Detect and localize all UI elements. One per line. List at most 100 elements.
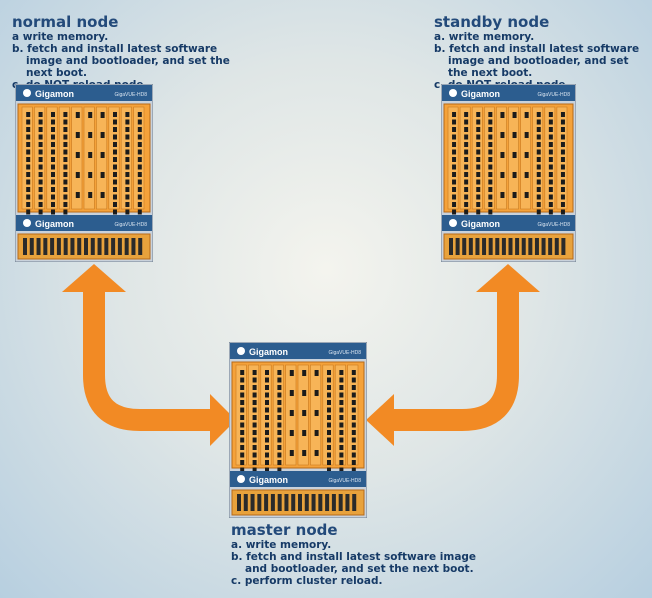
port bbox=[488, 209, 493, 215]
port bbox=[277, 445, 282, 450]
port bbox=[265, 422, 269, 428]
port bbox=[339, 422, 344, 428]
port bbox=[277, 430, 282, 435]
port bbox=[452, 187, 457, 192]
port bbox=[314, 390, 319, 396]
fan-vent bbox=[495, 238, 500, 255]
fan-vent bbox=[488, 238, 493, 255]
fan-vent bbox=[449, 238, 453, 255]
port bbox=[88, 132, 93, 138]
port bbox=[137, 187, 142, 192]
port bbox=[339, 370, 344, 375]
fan-vent bbox=[475, 238, 480, 255]
port bbox=[536, 172, 541, 177]
port bbox=[51, 157, 55, 162]
gigamon-logo-icon bbox=[237, 347, 245, 355]
port bbox=[500, 152, 505, 158]
port bbox=[548, 179, 553, 185]
port bbox=[548, 157, 553, 162]
port bbox=[536, 149, 541, 155]
port bbox=[51, 209, 55, 215]
port bbox=[512, 112, 517, 118]
port bbox=[88, 112, 93, 118]
brand-text: Gigamon bbox=[249, 347, 288, 357]
port bbox=[536, 202, 541, 207]
fan-vent bbox=[534, 238, 539, 255]
port bbox=[351, 385, 356, 390]
port bbox=[240, 430, 245, 435]
port bbox=[38, 127, 43, 132]
port bbox=[137, 194, 142, 200]
port bbox=[351, 467, 356, 473]
port bbox=[51, 112, 55, 117]
port bbox=[548, 202, 553, 207]
port bbox=[265, 385, 269, 390]
port bbox=[63, 127, 68, 132]
port bbox=[488, 179, 493, 185]
fan-vent bbox=[548, 238, 553, 255]
port bbox=[51, 187, 55, 192]
port bbox=[51, 202, 55, 207]
arrow-head-to-master-left bbox=[210, 394, 236, 446]
port bbox=[536, 187, 541, 192]
port bbox=[277, 437, 282, 443]
port bbox=[100, 172, 105, 178]
port bbox=[265, 415, 269, 420]
port bbox=[38, 202, 43, 207]
fan-vent bbox=[23, 238, 27, 255]
fan-vent bbox=[138, 238, 143, 255]
port bbox=[476, 179, 481, 185]
port bbox=[137, 209, 142, 215]
port bbox=[327, 445, 331, 450]
port bbox=[488, 164, 493, 170]
master-node-title: master node bbox=[231, 521, 338, 539]
port bbox=[265, 437, 269, 443]
port bbox=[137, 134, 142, 140]
port bbox=[277, 385, 282, 390]
port bbox=[252, 385, 257, 390]
port bbox=[464, 172, 469, 177]
port bbox=[113, 127, 117, 132]
fan-vent bbox=[117, 238, 122, 255]
port bbox=[339, 430, 344, 435]
port bbox=[252, 445, 257, 450]
port bbox=[548, 164, 553, 170]
port bbox=[548, 209, 553, 215]
port bbox=[476, 202, 481, 207]
port bbox=[125, 127, 130, 132]
fan-vent bbox=[541, 238, 546, 255]
master-step: b. fetch and install latest software ima… bbox=[231, 551, 477, 575]
port bbox=[339, 400, 344, 405]
port bbox=[452, 209, 457, 215]
port bbox=[100, 132, 105, 138]
port bbox=[476, 112, 481, 117]
port bbox=[240, 467, 245, 473]
port bbox=[277, 452, 282, 458]
port bbox=[100, 192, 105, 198]
port bbox=[452, 112, 457, 117]
fan-vent bbox=[257, 494, 262, 511]
port bbox=[240, 452, 245, 458]
port bbox=[351, 452, 356, 458]
port bbox=[560, 164, 565, 170]
port bbox=[327, 377, 331, 383]
port bbox=[26, 209, 31, 215]
port bbox=[252, 400, 257, 405]
port bbox=[464, 157, 469, 162]
port bbox=[464, 179, 469, 185]
port bbox=[500, 112, 505, 118]
port bbox=[452, 127, 457, 132]
port bbox=[452, 202, 457, 207]
port bbox=[125, 142, 130, 147]
arrow-head-to-normal bbox=[62, 264, 126, 292]
port bbox=[464, 164, 469, 170]
port bbox=[351, 460, 356, 465]
port bbox=[63, 164, 68, 170]
fan-vent bbox=[70, 238, 75, 255]
fan-vent bbox=[325, 494, 330, 511]
arrow-head-to-standby bbox=[476, 264, 540, 292]
gigamon-logo-icon bbox=[23, 219, 31, 227]
arrow-normal-master bbox=[83, 292, 212, 431]
port bbox=[38, 179, 43, 185]
